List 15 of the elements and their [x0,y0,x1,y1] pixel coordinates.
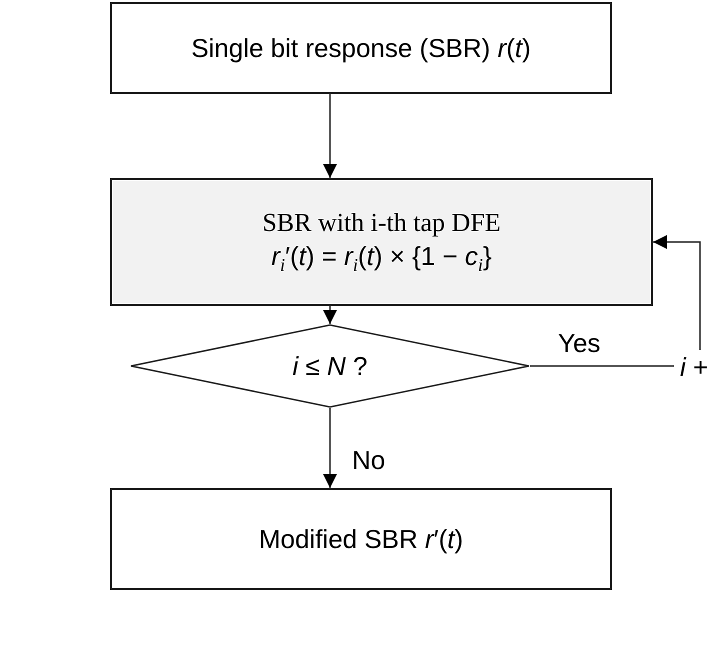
arrow [653,235,701,350]
process-box [110,2,612,94]
decision-diamond [130,324,530,408]
box-title: SBR with i-th tap DFE [262,207,501,240]
node-text: Modified SBR r′(t) [258,522,464,556]
node-text: i + [680,350,708,384]
process-box [110,488,612,590]
node-text: i ≤ N ? [292,350,368,382]
arrow [323,306,337,324]
process-box [110,178,653,306]
arrow [323,408,337,488]
connector-line [530,365,674,367]
formula-text: r$_{i}$′(t) = r$_{i}$(t) × {1 − c$_{i}$} [271,240,492,277]
node-text: Single bit response (SBR) r(t) [191,32,531,64]
arrow [323,94,337,178]
